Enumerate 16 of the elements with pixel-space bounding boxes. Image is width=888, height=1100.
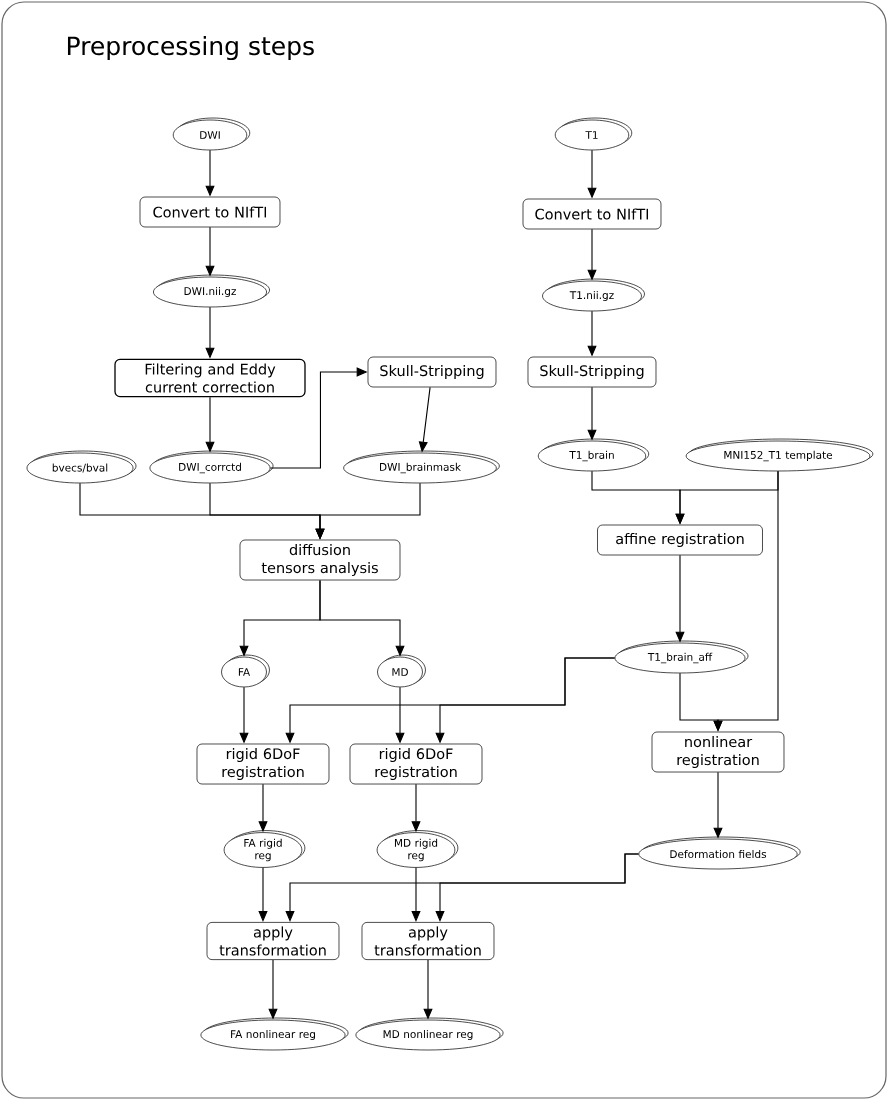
arrow — [435, 853, 639, 922]
process-box: Convert to NIfTI — [139, 196, 281, 228]
process-box: apply transformation — [206, 922, 340, 960]
process-box: affine registration — [597, 524, 763, 556]
process-box: diffusion tensors analysis — [239, 539, 401, 581]
process-box: nonlinear registration — [651, 731, 785, 773]
process-box: Convert to NIfTI — [522, 198, 662, 230]
title: Preprocessing steps — [68, 35, 314, 61]
process-box: Skull-Stripping — [367, 356, 497, 388]
process-box: rigid 6DoF registration — [349, 743, 483, 785]
process-box: rigid 6DoF registration — [196, 743, 330, 785]
process-box: Filtering and Eddy current correction — [114, 358, 306, 398]
arrow — [258, 867, 268, 922]
arrow — [411, 867, 421, 922]
process-box: Skull-Stripping — [527, 356, 657, 388]
process-box: apply transformation — [361, 922, 495, 960]
